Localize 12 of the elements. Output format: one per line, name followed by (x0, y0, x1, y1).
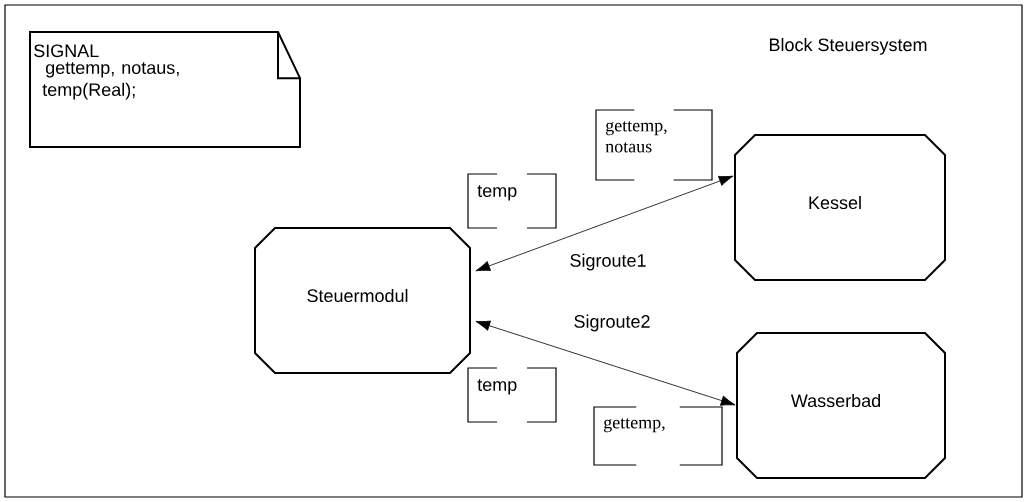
arrow (475, 175, 734, 272)
signal-list: temp (467, 367, 557, 423)
arrow (475, 320, 736, 406)
signal-list: gettemp, (593, 406, 723, 466)
note-box: SIGNAL gettemp, notaus, temp(Real); (29, 31, 301, 148)
block-box: Wasserbad (736, 332, 946, 479)
edge-label: Sigroute1 (570, 253, 646, 271)
signal-list: gettemp, notaus (595, 109, 713, 181)
block-box: Kessel (734, 134, 946, 281)
signal-list: temp (467, 173, 557, 229)
edge-label: Sigroute2 (574, 314, 650, 332)
block-box: Steuermodul (254, 227, 471, 374)
